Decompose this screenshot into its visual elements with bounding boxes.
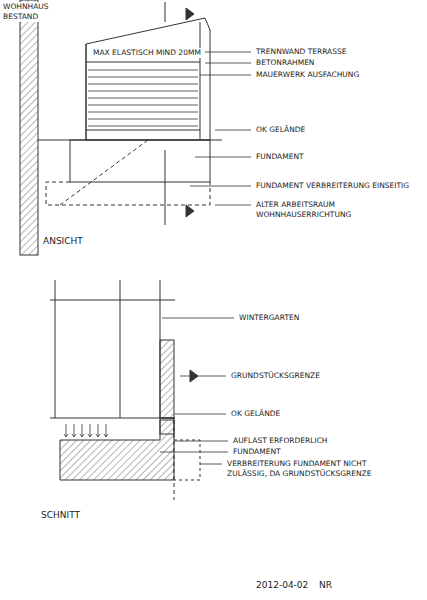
annotation: OK GELÄNDE xyxy=(255,125,306,135)
winter-garden xyxy=(50,280,175,434)
annotation: ANSICHT xyxy=(42,236,84,246)
load-arrow xyxy=(80,424,84,437)
initials: NR xyxy=(318,580,333,590)
masonry-line xyxy=(88,112,198,113)
annotation: FUNDAMENT xyxy=(255,152,305,162)
leader-lines xyxy=(160,318,234,464)
masonry-line xyxy=(88,91,198,92)
annotation: FUNDAMENT VERBREITERUNG EINSEITIG xyxy=(255,181,410,191)
masonry-line xyxy=(88,105,198,106)
annotation: BETONRAHMEN xyxy=(255,58,315,68)
annotation: OK GELÄNDE xyxy=(230,409,281,419)
masonry-line xyxy=(88,119,198,120)
foundation xyxy=(46,140,210,225)
load-arrow xyxy=(64,424,68,437)
partition-wall xyxy=(86,2,210,140)
masonry-line xyxy=(88,126,198,127)
annotation: WINTERGARTEN xyxy=(238,313,300,323)
masonry-line xyxy=(88,98,198,99)
masonry-line xyxy=(88,77,198,78)
leader-lines xyxy=(190,52,251,205)
load-arrow xyxy=(96,424,100,437)
annotation: MAX ELASTISCH MIND 20MM xyxy=(92,48,202,58)
annotation: SCHNITT xyxy=(40,510,81,520)
date: 2012-04-02 xyxy=(255,580,309,590)
annotation: VERBREITERUNG FUNDAMENT NICHT ZULÄSSIG, … xyxy=(226,459,378,479)
annotation: MAUERWERK AUSFACHUNG xyxy=(255,70,360,80)
annotation: AUFLAST ERFORDERLICH xyxy=(232,436,329,446)
annotation: FUNDAMENT xyxy=(232,447,282,457)
annotation: ALTER ARBEITSRAUM WOHNHAUSERRICHTUNG xyxy=(255,200,382,220)
load-arrow xyxy=(88,424,92,437)
masonry-line xyxy=(88,84,198,85)
annotation: GRUNDSTÜCKSGRENZE xyxy=(230,371,321,381)
existing-wall xyxy=(20,0,38,255)
load-arrow xyxy=(104,424,108,437)
annotation: TRENNWAND TERRASSE xyxy=(255,47,348,57)
annotation: WOHNHAUS BESTAND xyxy=(2,2,48,22)
section-foundation xyxy=(60,370,226,500)
masonry-line xyxy=(88,70,198,71)
load-arrow xyxy=(72,424,76,437)
